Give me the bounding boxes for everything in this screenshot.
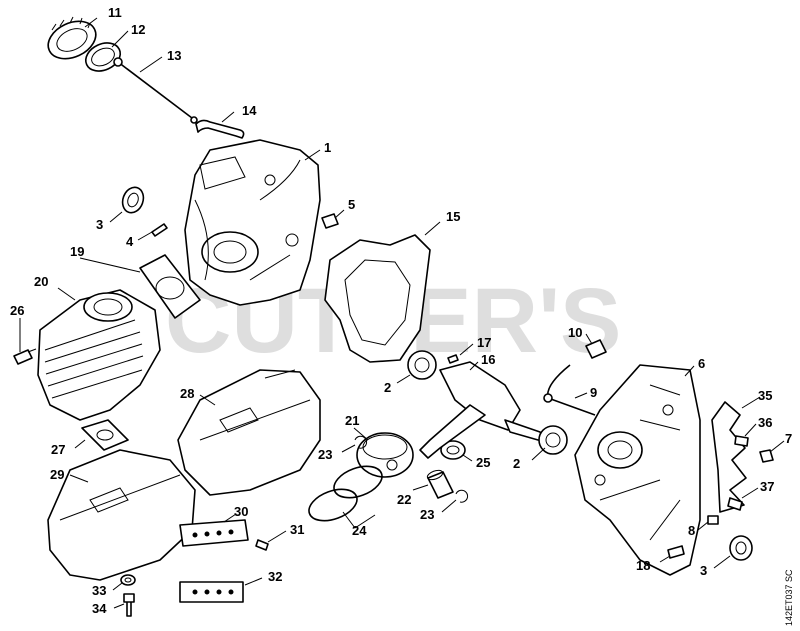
callout-25: 25 — [476, 455, 490, 470]
drawing-code: 142ET037 SC — [784, 569, 794, 626]
callout-36: 36 — [758, 415, 772, 430]
callout-30: 30 — [234, 504, 248, 519]
part-33-washer — [120, 574, 136, 586]
callout-5: 5 — [348, 197, 355, 212]
callout-8: 8 — [688, 523, 695, 538]
part-14-bracket — [195, 119, 245, 139]
callout-20: 20 — [34, 274, 48, 289]
part-31-screw — [255, 539, 269, 551]
callout-6: 6 — [698, 356, 705, 371]
callout-24: 24 — [352, 523, 367, 538]
part-32-plate — [179, 581, 244, 603]
callout-10: 10 — [568, 325, 582, 340]
part-36-screw — [734, 435, 749, 447]
part-3-oil-seal-right — [729, 535, 753, 561]
callout-37: 37 — [760, 479, 774, 494]
part-7-nut — [759, 449, 774, 463]
callout-16: 16 — [481, 352, 495, 367]
callout-35: 35 — [758, 388, 772, 403]
callout-4: 4 — [126, 234, 134, 249]
callout-23-upper: 23 — [318, 447, 332, 462]
callout-31: 31 — [290, 522, 304, 537]
callout-1: 1 — [324, 140, 331, 155]
part-26-spark-plug — [13, 348, 37, 365]
part-24-piston-rings — [308, 465, 383, 522]
part-29-shroud-lower — [47, 449, 196, 581]
part-20-cylinder — [37, 289, 161, 421]
part-28-shroud-upper — [177, 369, 321, 496]
callout-15: 15 — [446, 209, 460, 224]
part-2-bearing-right — [538, 425, 568, 455]
part-25-needle-cage — [440, 440, 466, 460]
callout-18: 18 — [636, 558, 650, 573]
callout-17: 17 — [477, 335, 491, 350]
part-23-circlip-upper — [354, 435, 368, 449]
part-21-piston — [356, 432, 414, 478]
callout-33: 33 — [92, 583, 106, 598]
part-11-ring-gear — [47, 16, 97, 60]
callout-7: 7 — [785, 431, 792, 446]
callout-numbers: 11 12 13 14 1 3 4 5 15 19 20 26 17 16 2 … — [10, 5, 792, 616]
callout-12: 12 — [131, 22, 145, 37]
callout-23-lower: 23 — [420, 507, 434, 522]
part-5-sleeve — [321, 213, 339, 229]
part-6-crankcase-right — [574, 364, 701, 576]
part-35-bumper-spike — [711, 401, 747, 513]
callout-2-left: 2 — [384, 380, 391, 395]
part-34-bolt — [123, 593, 135, 617]
callout-14: 14 — [242, 103, 257, 118]
part-30-plate — [179, 519, 249, 547]
part-13-oil-line — [113, 57, 198, 124]
part-10-fitting — [585, 339, 607, 359]
callout-9: 9 — [590, 385, 597, 400]
callout-28: 28 — [180, 386, 194, 401]
part-16-crankshaft — [419, 361, 546, 459]
part-1-crankcase — [184, 139, 321, 306]
callout-11: 11 — [108, 5, 122, 20]
part-27-intake-gasket — [81, 419, 129, 451]
part-17-key — [447, 354, 459, 364]
callout-2-right: 2 — [513, 456, 520, 471]
part-4-screw — [151, 223, 168, 237]
part-19-cylinder-gasket — [139, 254, 201, 319]
part-2-bearing-left — [407, 350, 437, 380]
callout-21: 21 — [345, 413, 359, 428]
callout-3-right: 3 — [700, 563, 707, 578]
part-8-screw — [707, 515, 719, 525]
callout-27: 27 — [51, 442, 65, 457]
callout-22: 22 — [397, 492, 411, 507]
leader-lines — [19, 17, 785, 609]
part-9-tube — [543, 364, 596, 416]
callout-29: 29 — [50, 467, 64, 482]
part-22-piston-pin — [426, 469, 454, 499]
part-37-screw — [727, 497, 743, 511]
part-15-gasket — [324, 234, 431, 363]
callout-26: 26 — [10, 303, 24, 318]
callout-34: 34 — [92, 601, 107, 616]
callout-13: 13 — [167, 48, 181, 63]
callout-3-left: 3 — [96, 217, 103, 232]
part-12-seal-ring — [84, 42, 122, 72]
part-3-oil-seal-left — [121, 186, 145, 214]
part-18-screw — [667, 545, 685, 559]
callout-19: 19 — [70, 244, 84, 259]
part-23-circlip-lower — [455, 489, 469, 503]
callout-32: 32 — [268, 569, 282, 584]
